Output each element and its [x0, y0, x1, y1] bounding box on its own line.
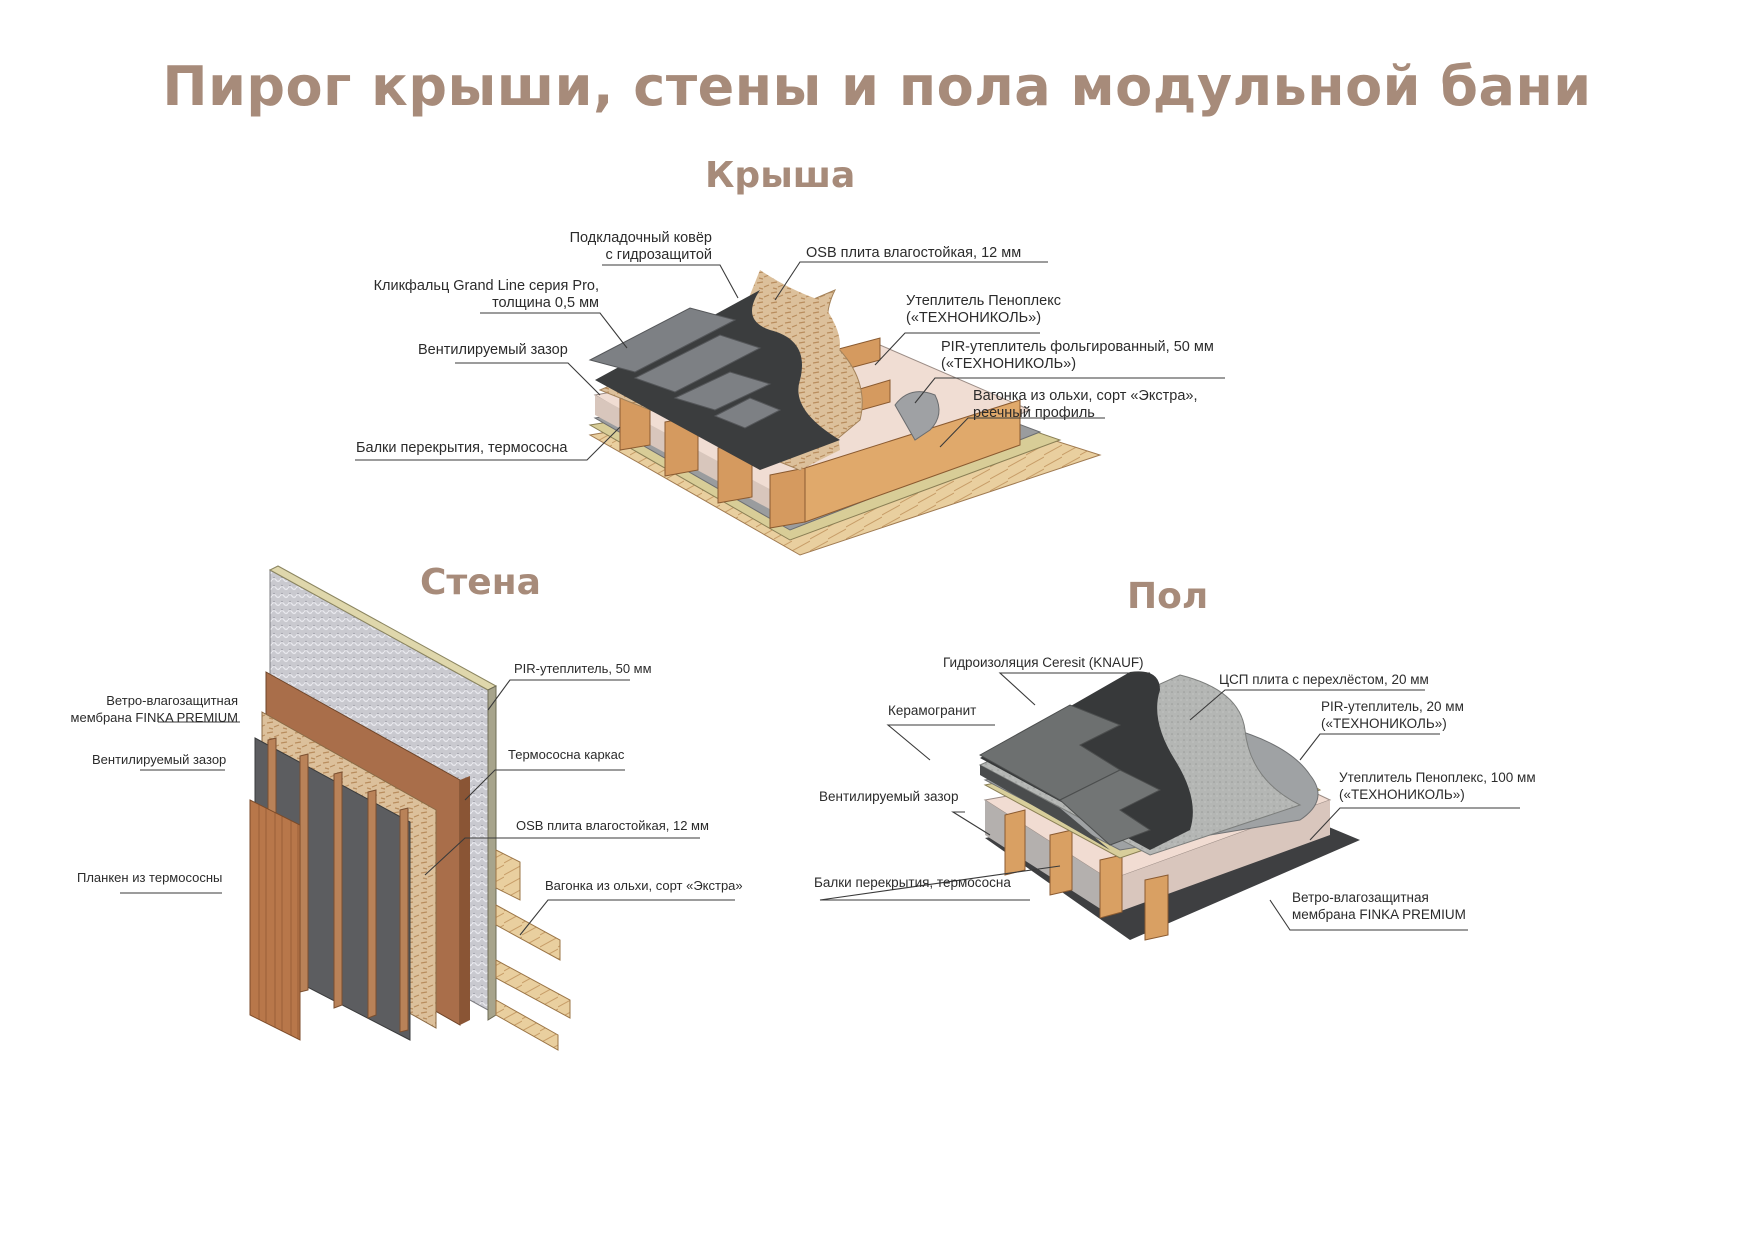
roof-label-pir-foil-line1: PIR-утеплитель фольгированный, 50 мм	[941, 339, 1214, 355]
wall-label-frame: Термососна каркас	[508, 747, 625, 762]
roof-label-osb: OSB плита влагостойкая, 12 мм	[806, 245, 1022, 261]
floor-label-csp: ЦСП плита с перехлёстом, 20 мм	[1219, 672, 1429, 687]
roof-label-clickfalz-line1: Кликфальц Grand Line серия Pro,	[373, 278, 599, 294]
floor-label-vent-gap: Вентилируемый зазор	[819, 789, 959, 804]
roof-label-lining-line1: Вагонка из ольхи, сорт «Экстра»,	[973, 388, 1198, 404]
floor-label-porcelain: Керамогранит	[888, 703, 977, 718]
roof-label-underlay-line2: с гидрозащитой	[605, 247, 712, 263]
roof-label-vent-gap: Вентилируемый зазор	[418, 342, 568, 358]
floor-label-pir-line2: («ТЕХНОНИКОЛЬ»)	[1321, 716, 1447, 731]
floor-label-membrane-line1: Ветро-влагозащитная	[1292, 890, 1429, 905]
roof-label-penoplex-line1: Утеплитель Пеноплекс	[906, 293, 1061, 309]
floor-label-pir-line1: PIR-утеплитель, 20 мм	[1321, 699, 1464, 714]
floor-label-membrane: Ветро-влагозащитная мембрана FINKA PREMI…	[1292, 889, 1466, 923]
wall-label-lining: Вагонка из ольхи, сорт «Экстра»	[545, 878, 743, 893]
roof-label-clickfalz-line2: толщина 0,5 мм	[492, 295, 599, 311]
wall-label-vent-gap: Вентилируемый зазор	[92, 752, 227, 767]
roof-label-lining: Вагонка из ольхи, сорт «Экстра», реечный…	[973, 388, 1197, 422]
wall-label-membrane-line1: Ветро-влагозащитная	[106, 693, 238, 708]
floor-label-penoplex-line2: («ТЕХНОНИКОЛЬ»)	[1339, 787, 1465, 802]
roof-label-clickfalz: Кликфальц Grand Line серия Pro, толщина …	[340, 278, 599, 312]
wall-label-osb: OSB плита влагостойкая, 12 мм	[516, 818, 709, 833]
roof-label-penoplex: Утеплитель Пеноплекс («ТЕХНОНИКОЛЬ»)	[906, 293, 1061, 327]
roof-label-underlay: Подкладочный ковёр с гидрозащитой	[520, 230, 712, 264]
floor-label-pir: PIR-утеплитель, 20 мм («ТЕХНОНИКОЛЬ»)	[1321, 698, 1464, 732]
floor-section-title: Пол	[1127, 576, 1209, 617]
wall-section-title: Стена	[420, 562, 541, 603]
floor-label-beams: Балки перекрытия, термососна	[814, 875, 1011, 890]
wall-label-planken: Планкен из термососны	[77, 870, 223, 885]
roof-label-pir-foil-line2: («ТЕХНОНИКОЛЬ»)	[941, 356, 1077, 372]
floor-label-penoplex: Утеплитель Пеноплекс, 100 мм («ТЕХНОНИКО…	[1339, 769, 1536, 803]
wall-diagram	[249, 565, 571, 1051]
roof-label-penoplex-line2: («ТЕХНОНИКОЛЬ»)	[906, 310, 1042, 326]
roof-section-title: Крыша	[705, 155, 856, 196]
leader-lines	[120, 261, 1520, 936]
roof-label-underlay-line1: Подкладочный ковёр	[569, 230, 712, 246]
floor-diagram	[978, 671, 1360, 941]
roof-label-lining-line2: реечный профиль	[973, 405, 1095, 421]
floor-label-waterproofing: Гидроизоляция Ceresit (KNAUF)	[943, 655, 1144, 670]
roof-label-beams: Балки перекрытия, термососна	[356, 440, 568, 456]
floor-label-penoplex-line1: Утеплитель Пеноплекс, 100 мм	[1339, 770, 1536, 785]
wall-label-membrane-line2: мембрана FINKA PREMIUM	[70, 710, 238, 725]
wall-label-pir: PIR-утеплитель, 50 мм	[514, 661, 652, 676]
roof-label-pir-foil: PIR-утеплитель фольгированный, 50 мм («Т…	[941, 339, 1214, 373]
roof-diagram	[588, 270, 1102, 556]
page-title: Пирог крыши, стены и пола модульной бани	[162, 55, 1592, 118]
floor-label-membrane-line2: мембрана FINKA PREMIUM	[1292, 907, 1466, 922]
wall-label-membrane: Ветро-влагозащитная мембрана FINKA PREMI…	[40, 692, 238, 726]
